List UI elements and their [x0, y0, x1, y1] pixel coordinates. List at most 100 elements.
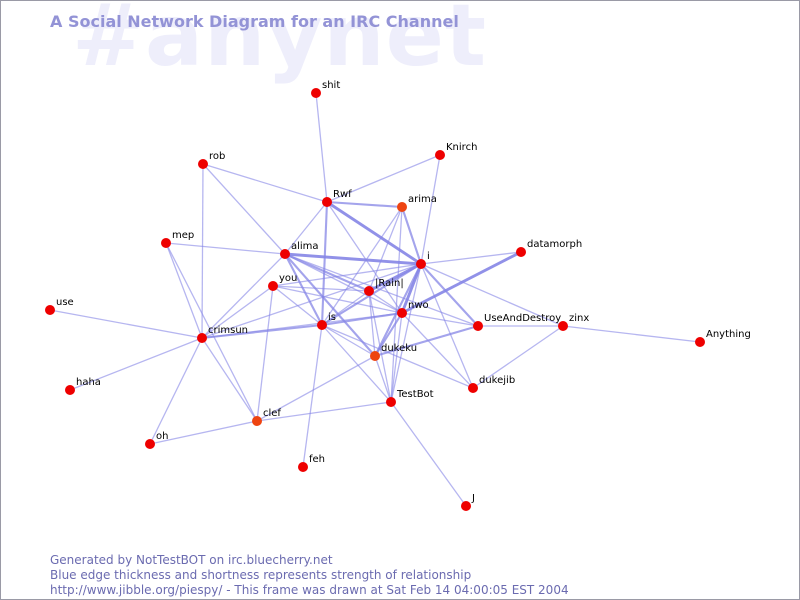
- node-dot[interactable]: [45, 305, 55, 315]
- node-dot[interactable]: [252, 416, 262, 426]
- node-UseAndDestroy[interactable]: UseAndDestroy: [473, 313, 561, 331]
- node-i[interactable]: i: [416, 251, 430, 269]
- node-clef[interactable]: clef: [252, 408, 281, 426]
- edge-dukeku-TestBot: [374, 355, 392, 403]
- node-Rwf[interactable]: Rwf: [322, 189, 352, 207]
- node-dot[interactable]: [468, 383, 478, 393]
- edge-alima-nwo: [284, 253, 403, 314]
- edge-TestBot-clef: [256, 401, 392, 422]
- node-use[interactable]: use: [45, 297, 74, 315]
- node-you[interactable]: you: [268, 273, 297, 291]
- edge-crimsun-oh: [149, 337, 203, 445]
- edge-arima-TestBot: [390, 206, 403, 403]
- edge-nwo-TestBot: [390, 312, 403, 403]
- edge-arima-is: [321, 206, 403, 326]
- node-datamorph[interactable]: datamorph: [516, 239, 582, 257]
- channel-watermark: #anynet: [72, 0, 488, 86]
- node-dot[interactable]: [161, 238, 171, 248]
- node-dot[interactable]: [268, 281, 278, 291]
- node-label: J: [471, 493, 475, 504]
- edge-datamorph-i: [420, 251, 522, 265]
- node-dot[interactable]: [317, 320, 327, 330]
- node-dot[interactable]: [280, 249, 290, 259]
- node-dukeku[interactable]: dukeku: [370, 343, 417, 361]
- node-dot[interactable]: [435, 150, 445, 160]
- node-dot[interactable]: [386, 397, 396, 407]
- edge-Knirch-i: [420, 154, 441, 265]
- edge-Knirch-Rwf: [326, 154, 441, 203]
- node-label: TestBot: [396, 389, 434, 400]
- node-dukejib[interactable]: dukejib: [468, 375, 515, 393]
- node-haha[interactable]: haha: [65, 377, 101, 395]
- node-is[interactable]: is: [317, 312, 336, 330]
- node-dot[interactable]: [311, 88, 321, 98]
- node-dot[interactable]: [145, 439, 155, 449]
- edge-alima-dukeku: [284, 253, 376, 357]
- node-nwo[interactable]: nwo: [397, 300, 429, 318]
- node-J[interactable]: J: [461, 493, 475, 511]
- node-dot[interactable]: [298, 462, 308, 472]
- node-dot[interactable]: [198, 159, 208, 169]
- edge-Rwf-alima: [284, 201, 328, 255]
- node-label: feh: [309, 454, 325, 465]
- node-label: |Rain|: [375, 278, 404, 289]
- node-dot[interactable]: [416, 259, 426, 269]
- node-arima[interactable]: arima: [397, 194, 437, 212]
- node-dot[interactable]: [397, 202, 407, 212]
- node-dot[interactable]: [695, 337, 705, 347]
- edge-Rwf-arima: [326, 200, 403, 209]
- edge-crimsun-clef: [201, 337, 258, 422]
- edge-alima-is: [284, 253, 323, 326]
- node-Knirch[interactable]: Knirch: [435, 142, 477, 160]
- edge-dukeku-clef: [256, 355, 376, 422]
- edge-UseAndDestroy-dukeku: [374, 324, 479, 358]
- node-label: rob: [209, 151, 225, 162]
- node-label: Rwf: [333, 189, 352, 200]
- node-label: you: [279, 273, 297, 284]
- node-dot[interactable]: [65, 385, 75, 395]
- node-label: crimsun: [208, 325, 248, 336]
- edge-alima-crimsun: [201, 253, 286, 339]
- edge-you-clef: [256, 285, 274, 422]
- node-mep[interactable]: mep: [161, 230, 194, 248]
- node-dot[interactable]: [370, 351, 380, 361]
- edge-you-crimsun: [201, 285, 274, 339]
- edge-Rwf-nwo: [326, 201, 403, 314]
- edge-alima-i: [284, 252, 422, 266]
- node-Rain[interactable]: |Rain|: [364, 278, 404, 296]
- edge-is-crimsun: [201, 323, 323, 340]
- node-label: dukeku: [381, 343, 417, 354]
- node-crimsun[interactable]: crimsun: [197, 325, 248, 343]
- node-dot[interactable]: [364, 286, 374, 296]
- edge-you-Rain: [272, 285, 370, 292]
- node-dot[interactable]: [197, 333, 207, 343]
- node-label: mep: [172, 230, 194, 241]
- node-label: arima: [408, 194, 437, 205]
- node-label: nwo: [408, 300, 429, 311]
- edge-nwo-dukejib: [401, 312, 474, 389]
- node-Anything[interactable]: Anything: [695, 329, 751, 347]
- node-dot[interactable]: [516, 247, 526, 257]
- node-shit[interactable]: shit: [311, 80, 340, 98]
- edge-datamorph-nwo: [401, 250, 522, 315]
- node-label: datamorph: [527, 239, 582, 250]
- node-TestBot[interactable]: TestBot: [386, 389, 434, 407]
- node-rob[interactable]: rob: [198, 151, 225, 169]
- node-alima[interactable]: alima: [280, 241, 319, 259]
- node-dot[interactable]: [473, 321, 483, 331]
- edge-is-dukejib: [321, 324, 474, 389]
- node-label: Anything: [706, 329, 751, 340]
- edge-nwo-UseAndDestroy: [401, 312, 479, 327]
- edge-you-is: [272, 285, 323, 326]
- node-dot[interactable]: [558, 321, 568, 331]
- edge-arima-Rain: [368, 206, 403, 292]
- edge-arima-i: [401, 206, 422, 265]
- edge-mep-crimsun: [165, 242, 203, 339]
- node-feh[interactable]: feh: [298, 454, 325, 472]
- node-dot[interactable]: [397, 308, 407, 318]
- node-oh[interactable]: oh: [145, 431, 168, 449]
- node-zinx[interactable]: zinx: [558, 313, 589, 331]
- edge-Rwf-i: [326, 200, 422, 266]
- node-dot[interactable]: [322, 197, 332, 207]
- node-dot[interactable]: [461, 501, 471, 511]
